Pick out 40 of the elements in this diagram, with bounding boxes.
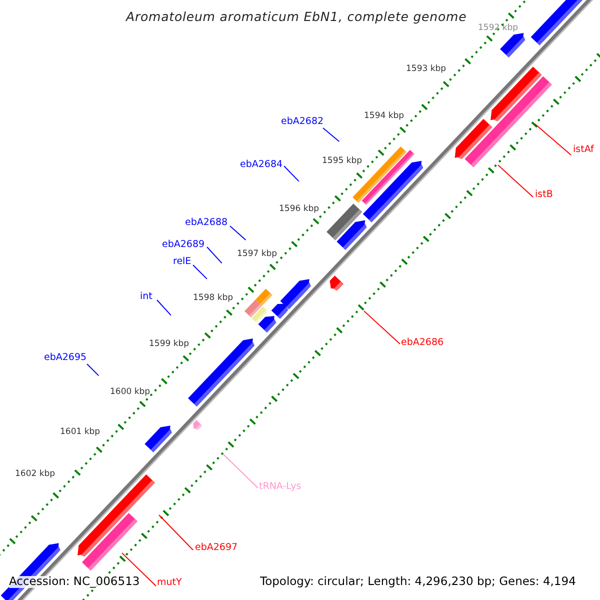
gene-label: ebA2682 bbox=[281, 117, 324, 126]
leader-line bbox=[156, 300, 172, 316]
leader-line bbox=[158, 514, 194, 550]
leader-line bbox=[206, 246, 222, 264]
gene-label: ebA2695 bbox=[44, 353, 87, 362]
gene-label: tRNA-Lys bbox=[259, 482, 302, 492]
scale-tick-label: 1593 kbp bbox=[406, 65, 446, 74]
leader-line bbox=[534, 124, 572, 156]
scale-tick-label: 1594 kbp bbox=[364, 112, 404, 120]
scale-tick-label: 1592 kbp bbox=[478, 24, 518, 32]
gene-label: mutY bbox=[157, 578, 182, 588]
leader-line bbox=[284, 166, 300, 182]
leader-line bbox=[192, 264, 208, 280]
chart-title: Aromatoleum aromaticum EbN1, complete genome bbox=[126, 11, 467, 24]
scale-tick-label: 1599 kbp bbox=[149, 340, 190, 348]
gene-label: ebA2686 bbox=[401, 338, 444, 348]
scale-tick-label: 1600 kbp bbox=[110, 388, 150, 396]
gene-label: ebA2697 bbox=[195, 543, 238, 552]
gene-label: ebA2684 bbox=[240, 160, 283, 170]
accession-text: Accession: NC_006513 bbox=[9, 576, 140, 588]
gene-label: relE bbox=[173, 257, 192, 266]
leader-line bbox=[86, 364, 100, 376]
scale-tick-label: 1602 kbp bbox=[15, 470, 56, 478]
gene-label: istAf bbox=[573, 145, 594, 154]
scale-tick-label: 1596 kbp bbox=[279, 205, 320, 214]
leader-line bbox=[364, 310, 400, 344]
leader-line bbox=[122, 552, 156, 586]
scale-tick-label: 1595 kbp bbox=[322, 157, 362, 166]
scale-tick-label: 1601 kbp bbox=[60, 428, 100, 436]
leader-line bbox=[498, 164, 534, 198]
genome-summary-text: Topology: circular; Length: 4,296,230 bp; Genes: 4,194 bbox=[260, 576, 576, 588]
leader-line bbox=[222, 454, 258, 488]
scale-tick-label: 1598 kbp bbox=[193, 294, 234, 302]
leader-line bbox=[230, 226, 246, 240]
scale-tick-label: 1597 kbp bbox=[237, 250, 278, 258]
gene-label: istB bbox=[535, 190, 553, 200]
gene-label: ebA2689 bbox=[162, 240, 205, 250]
gene-label: int bbox=[140, 292, 152, 302]
leader-line bbox=[322, 128, 340, 142]
gene-label: ebA2688 bbox=[185, 218, 228, 228]
